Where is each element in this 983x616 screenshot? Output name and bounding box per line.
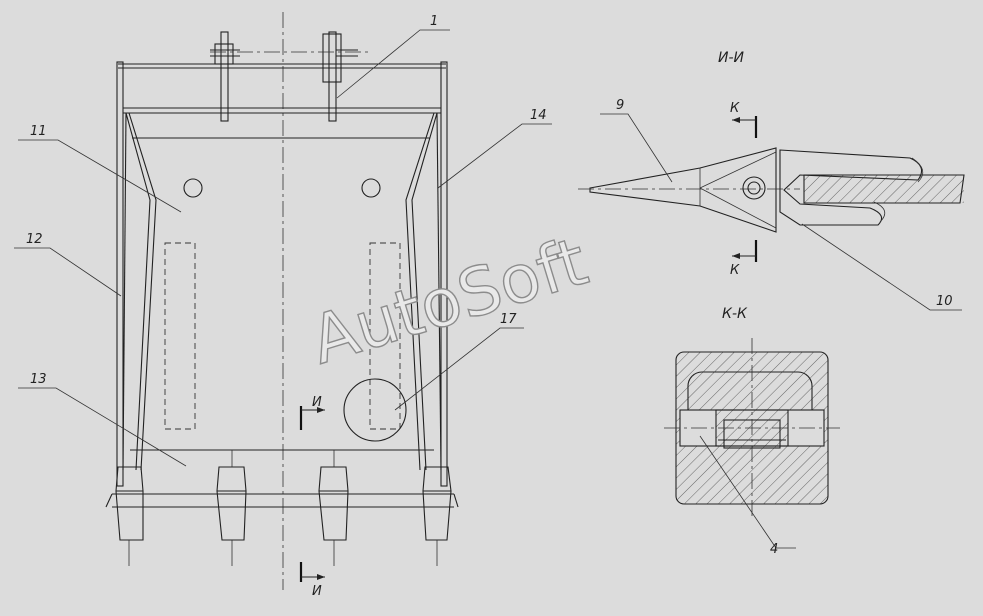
callout-12: 12: [26, 232, 43, 247]
section-mark-k-bottom: К: [730, 263, 740, 278]
hinge-ear-right: [322, 31, 358, 122]
watermark-text: AutoSoft: [302, 223, 596, 380]
callout-1: 1: [430, 14, 438, 29]
tooth-4: [422, 466, 452, 566]
tooth-1: [115, 466, 144, 566]
section-mark-i-bottom: И: [312, 584, 322, 599]
tooth-3: [318, 450, 349, 566]
tooth-2: [216, 450, 247, 566]
callout-11: 11: [30, 124, 47, 139]
callout-10: 10: [936, 294, 953, 309]
callout-9: 9: [616, 98, 624, 113]
section-mark-i-top: И: [312, 395, 322, 410]
section-kk: К-К 4: [664, 306, 840, 557]
section-ii: И-И К К 9 10: [578, 50, 965, 311]
section-kk-title: К-К: [722, 306, 748, 322]
bucket-front-view: И И 1 11 12 13 14 17: [14, 12, 552, 599]
callout-17: 17: [500, 312, 517, 327]
callout-13: 13: [30, 372, 47, 387]
section-mark-k-top: К: [730, 101, 740, 116]
callout-14: 14: [530, 108, 547, 123]
callout-4: 4: [770, 542, 778, 557]
section-ii-title: И-И: [718, 50, 745, 66]
hinge-ear-left: [210, 31, 240, 122]
